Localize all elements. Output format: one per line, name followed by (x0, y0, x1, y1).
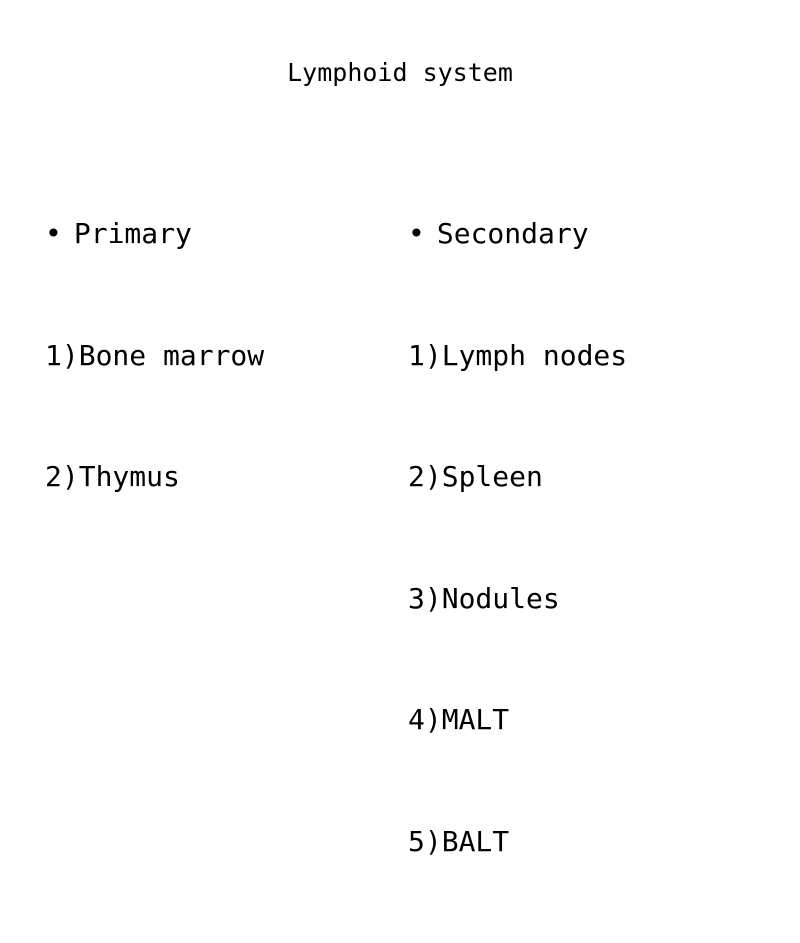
secondary-heading-label: Secondary (436, 217, 589, 250)
list-item: 1)Lymph nodes (408, 338, 628, 372)
list-item: 3)Nodules (408, 581, 560, 615)
primary-column: • Primary 1)Bone marrow 2)Thymus (45, 133, 375, 579)
list-item: 5)BALT (408, 824, 510, 858)
list-item: 2)Thymus (45, 460, 180, 493)
primary-heading-label: Primary (73, 217, 192, 250)
bullet-icon: • (45, 217, 62, 250)
primary-heading-line: • Primary (45, 214, 375, 255)
secondary-column: • Secondary 1)Lymph nodes 2)Spleen 3)Nodu… (408, 133, 748, 943)
bullet-icon: • (408, 217, 425, 250)
list-item: 4)MALT (408, 703, 510, 736)
secondary-heading-line: • Secondary (408, 214, 748, 255)
list-item: 2)Spleen (408, 460, 543, 493)
list-item: 1)Bone marrow (45, 338, 265, 372)
page-title: Lymphoid system (287, 58, 513, 87)
slide-canvas: Lymphoid system • Primary 1)Bone marrow 2… (45, 58, 628, 858)
